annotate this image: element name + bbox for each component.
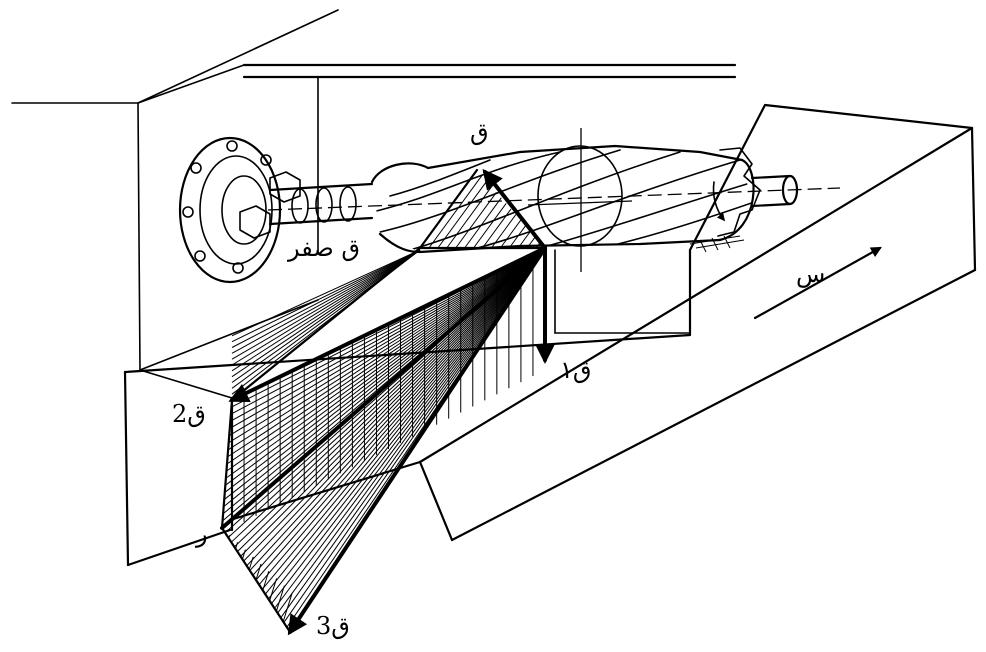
- hatch-line: [255, 563, 262, 581]
- force-vectors: [220, 168, 555, 636]
- hatch-line: [473, 203, 507, 249]
- hatch-line: [248, 556, 254, 570]
- hatch-line: [227, 247, 546, 458]
- hatch-line: [230, 247, 546, 415]
- hatch-line: [262, 571, 270, 591]
- hatch-line: [241, 549, 246, 560]
- hatch-line: [228, 247, 546, 444]
- hatch-line: [225, 247, 546, 486]
- hatch-line: [264, 247, 546, 595]
- hatch-line: [508, 225, 526, 249]
- vector-q2: [228, 246, 547, 403]
- label-s: س: [796, 260, 826, 288]
- hatch-line: [226, 247, 546, 472]
- hatch-line: [428, 175, 483, 249]
- hatch-line: [499, 219, 522, 249]
- hatch-line: [246, 247, 546, 567]
- hatch-line: [491, 214, 517, 249]
- hatch-line: [282, 592, 293, 622]
- hatch-line: [280, 247, 546, 619]
- hatch-line: [243, 247, 546, 562]
- machine-frame: [11, 9, 737, 371]
- label-q1: ق١: [560, 356, 592, 384]
- hatch-line: [231, 249, 421, 343]
- label-r: ر: [196, 520, 208, 548]
- hatch-line: [231, 249, 421, 348]
- hatch-line: [226, 247, 546, 465]
- hatch-line: [234, 247, 546, 548]
- hatch-line: [464, 197, 502, 249]
- hatch-line: [231, 249, 421, 337]
- hatch-line: [231, 249, 421, 360]
- force-hatching: [222, 175, 546, 628]
- hatch-line: [231, 249, 421, 378]
- label-q2: ق2: [172, 400, 206, 428]
- hatch-line: [249, 247, 546, 571]
- hatch-line: [267, 247, 546, 600]
- helical-cutter: [370, 144, 799, 254]
- hatch-line: [231, 249, 421, 354]
- hatch-line: [261, 247, 546, 590]
- hatch-line: [252, 247, 546, 576]
- hatch-line: [225, 247, 546, 479]
- hatch-line: [223, 247, 546, 508]
- label-q-zero: ق صفر: [288, 234, 361, 262]
- hatch-line: [446, 186, 492, 249]
- hatch-line: [231, 249, 421, 372]
- hatch-line: [230, 247, 546, 543]
- hatch-line: [223, 247, 546, 500]
- hatch-line: [240, 247, 546, 557]
- vector-r: [220, 246, 547, 530]
- hatch-line: [526, 236, 536, 249]
- hatch-line: [482, 208, 512, 249]
- hatch-line: [517, 230, 531, 249]
- vector-q3: [287, 246, 547, 636]
- label-q3: ق3: [316, 612, 350, 640]
- label-q: ق: [470, 118, 489, 146]
- hatch-line: [258, 247, 546, 586]
- hatch-line: [275, 585, 285, 612]
- hatch-line: [231, 249, 421, 366]
- hatch-line: [437, 180, 488, 249]
- hatch-line: [455, 191, 497, 249]
- feed-arrow: [753, 246, 882, 320]
- hatch-line: [224, 247, 546, 493]
- hatch-line: [227, 247, 546, 451]
- hatch-line: [269, 578, 278, 601]
- hatch-line: [255, 247, 546, 581]
- hatch-line: [277, 247, 546, 614]
- hatch-line: [229, 247, 546, 429]
- hatch-line: [271, 247, 546, 604]
- hatch-line: [237, 247, 546, 552]
- arbor-flange: [178, 136, 374, 284]
- center-lines: [267, 128, 841, 272]
- hatch-line: [230, 247, 546, 422]
- vector-q: [482, 168, 547, 250]
- hatch-line: [228, 247, 546, 436]
- hatch-line: [274, 247, 546, 609]
